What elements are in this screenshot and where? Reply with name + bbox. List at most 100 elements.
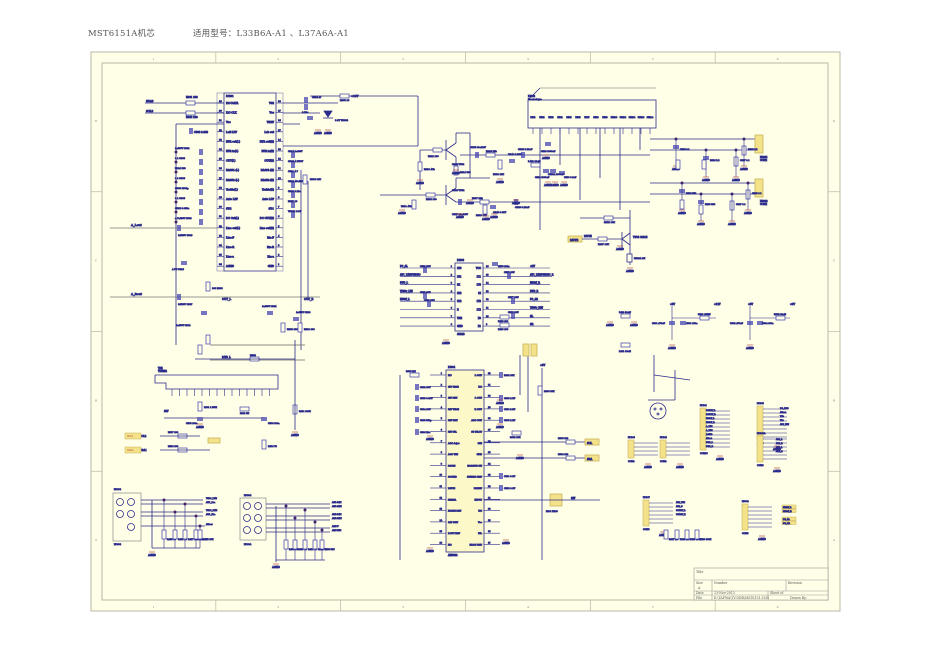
r314 bbox=[453, 165, 459, 176]
junction-dot bbox=[174, 200, 178, 204]
r316 bbox=[485, 152, 496, 158]
frame-col-label-top: 6 bbox=[777, 57, 779, 61]
ic303-right-num: 13 bbox=[486, 291, 489, 293]
ic304-right-pin: R OUT bbox=[475, 408, 483, 411]
l620-label: L620 10uH bbox=[619, 312, 631, 314]
junction-dot bbox=[174, 190, 178, 194]
ic301-left-pin-num: 20 bbox=[219, 110, 222, 113]
header-pin-label: PIN13 bbox=[638, 117, 645, 119]
xp103-net: YPr bbox=[779, 420, 784, 422]
frame-col-label-top: 5 bbox=[652, 57, 654, 61]
ground-label: AGND bbox=[671, 168, 680, 171]
connector-ref: XP103 bbox=[757, 403, 765, 405]
avr-net: AV2-LIN bbox=[331, 513, 341, 516]
r311a-label: R311 47k bbox=[401, 205, 412, 208]
avl-net: VID1_LIN bbox=[205, 497, 217, 500]
xp604-ref: XP604 bbox=[244, 494, 252, 497]
avr-net: AV1-RIN bbox=[331, 505, 342, 508]
r308 bbox=[205, 281, 211, 292]
header-pin-label: PIN5 bbox=[566, 117, 572, 119]
c328b-label: C328 1000uF bbox=[535, 177, 550, 179]
date-value: 13-Nov-2013 bbox=[714, 591, 735, 595]
ic301-right-pin-num: 18 bbox=[278, 100, 281, 103]
xp103-net: PC_AUD bbox=[780, 408, 789, 410]
junction-dot bbox=[303, 508, 307, 512]
net-a-rout: A_Rout bbox=[130, 292, 143, 296]
ic301-left-pin-num: 29 bbox=[219, 196, 222, 199]
connector-type: CON4 bbox=[628, 461, 635, 463]
ground-label: AGND bbox=[511, 202, 520, 205]
connector-ref: XP102 bbox=[660, 437, 668, 439]
ic301-right-pin-name: Line out(R) bbox=[260, 227, 274, 230]
ic304-right-num: 20 bbox=[488, 509, 491, 511]
ground-label: AGND bbox=[425, 550, 434, 553]
c327-label: C327 10u/16V bbox=[452, 213, 468, 216]
c307-label: 16/50V C307 bbox=[178, 303, 193, 306]
ic304-left-num: 1 bbox=[441, 373, 442, 375]
avl-res bbox=[172, 529, 178, 540]
ic304-cap-label: C812 0.1U bbox=[504, 488, 516, 490]
c901b-label: C901 100n bbox=[686, 323, 698, 325]
frame-row-label-right: D bbox=[833, 119, 836, 123]
ic301-left-pin-num: 23 bbox=[219, 138, 222, 141]
ic303-left-pin: GND bbox=[457, 325, 463, 328]
ic304-right-num: 23 bbox=[488, 475, 491, 477]
ground-label: AGND bbox=[739, 168, 748, 171]
ground-label: AGND bbox=[745, 347, 754, 350]
xp101-net: DVD_L bbox=[706, 442, 714, 444]
ic304-left-pin: SIF DET bbox=[448, 397, 458, 400]
connector-xp106 bbox=[627, 439, 635, 459]
r921-label: R921 10UH bbox=[698, 314, 711, 316]
ic304-cap-label: R802 10K bbox=[504, 375, 515, 377]
ic301-left-cap-label: C312 0.068u bbox=[175, 207, 190, 210]
r315-label: R315 100 bbox=[426, 198, 437, 201]
ic303-left-net: HDMI_L bbox=[400, 298, 410, 301]
avl-res bbox=[182, 529, 188, 540]
net-a-lout: A_Lout bbox=[130, 223, 142, 227]
ic304-left-pin: LOUT REF bbox=[448, 532, 460, 535]
ic301-right-pin-num: 2 bbox=[278, 254, 280, 257]
junction-dot bbox=[174, 220, 178, 224]
header-pin-label: PIN14 bbox=[647, 117, 654, 119]
sda1-flag bbox=[124, 446, 142, 454]
ic301-right-pin-num: 12 bbox=[278, 158, 281, 161]
ic301-left-pin-num: 22 bbox=[219, 129, 222, 132]
ic304-left-pin: SIF TIME bbox=[448, 385, 459, 388]
ic301-right-pin-num: 9 bbox=[278, 186, 280, 189]
switch-4052-block: IC3034052B2Y01PC_AL2Y12AV1_LIN/SVIDEO3X3… bbox=[399, 259, 555, 346]
l402 bbox=[530, 162, 541, 168]
c370-label: C370 100n bbox=[498, 266, 510, 268]
ic302-name: Header14pin bbox=[528, 99, 542, 101]
pwr-5v: +5V bbox=[670, 303, 675, 306]
avl-net: AV1_Rin bbox=[205, 513, 216, 516]
ic304-left-pin: DIF DET bbox=[448, 419, 458, 422]
ground-label: AGND bbox=[727, 223, 736, 226]
l621 bbox=[620, 342, 631, 348]
r318-label: R318 12K bbox=[493, 173, 504, 176]
ic303-left-num: 7 bbox=[451, 316, 453, 318]
r804-label: R804 100 bbox=[558, 454, 569, 456]
ic301-left-pin-num: 34 bbox=[219, 244, 222, 247]
ic303-right-pin: 1Z bbox=[478, 292, 481, 295]
ic301-right-pin-name: GND bbox=[268, 265, 274, 268]
ic301-left-pin-name: I2C CLK bbox=[226, 112, 237, 115]
ic303-cap-label: C376 10U bbox=[508, 312, 519, 314]
avr-net: AV2-V bbox=[331, 525, 339, 528]
r808-label: R808 2M bbox=[406, 371, 417, 373]
ic301-right-pin-name: VREF bbox=[266, 121, 275, 124]
ic304-cap-label: C811 0.1U bbox=[504, 476, 516, 478]
junction-dot bbox=[174, 210, 178, 214]
connector-xp102 bbox=[659, 439, 667, 459]
r311 bbox=[197, 344, 203, 355]
ic303-right-num: 14 bbox=[486, 283, 489, 285]
ic303-left-pin: E bbox=[457, 309, 459, 312]
ic303-cap-label: C377 10U bbox=[508, 297, 519, 299]
scart-res-label: R617 NC bbox=[669, 539, 679, 541]
scl1-net: SCL1 bbox=[140, 435, 147, 438]
r328a-label: R328A 3K bbox=[634, 257, 645, 260]
ic301-left-pin-name: BASS2-(L) bbox=[226, 179, 239, 182]
avl-res bbox=[197, 529, 203, 540]
ic301-right-pin-num: 4 bbox=[278, 234, 280, 237]
